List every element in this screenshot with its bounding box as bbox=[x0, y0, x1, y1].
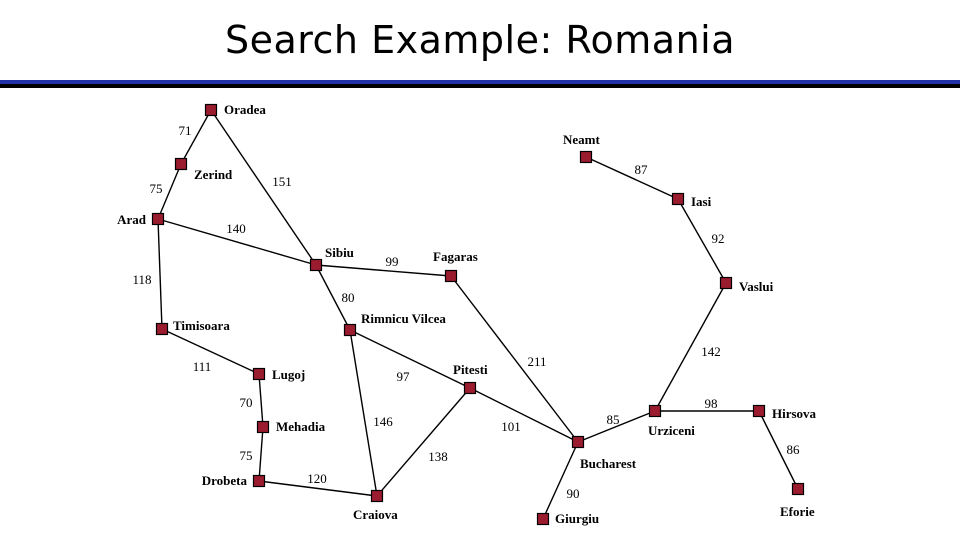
road-craiova-pitesti bbox=[376, 387, 471, 497]
city-label-eforie: Eforie bbox=[780, 504, 815, 519]
distance-label-mehadia-drobeta: 75 bbox=[240, 448, 253, 463]
distance-label-oradea-zerind: 71 bbox=[179, 123, 192, 138]
city-label-urziceni: Urziceni bbox=[648, 423, 695, 438]
city-node-eforie bbox=[791, 482, 805, 496]
distance-label-rimnicu-pitesti: 97 bbox=[397, 369, 411, 384]
road-rimnicu-pitesti bbox=[349, 329, 471, 389]
city-label-vaslui: Vaslui bbox=[739, 279, 774, 294]
city-node-sibiu bbox=[309, 258, 323, 272]
city-node-urziceni bbox=[648, 404, 662, 418]
city-labels: OradeaZerindAradTimisoaraLugojMehadiaDro… bbox=[117, 102, 816, 526]
city-label-lugoj: Lugoj bbox=[272, 367, 305, 382]
city-label-hirsova: Hirsova bbox=[772, 406, 817, 421]
road-lugoj-mehadia bbox=[258, 373, 264, 428]
road-rimnicu-craiova bbox=[349, 329, 378, 497]
road-pitesti-bucharest bbox=[469, 387, 579, 443]
distance-label-arad-timisoara: 118 bbox=[132, 272, 151, 287]
road-urziceni-vaslui bbox=[654, 282, 727, 412]
slide-title: Search Example: Romania bbox=[224, 18, 736, 62]
city-nodes bbox=[151, 103, 805, 526]
city-node-mehadia bbox=[256, 420, 270, 434]
city-node-fagaras bbox=[444, 269, 458, 283]
road-bucharest-giurgiu bbox=[542, 441, 579, 520]
distance-label-pitesti-bucharest: 101 bbox=[501, 419, 521, 434]
distance-label-drobeta-craiova: 120 bbox=[307, 471, 327, 486]
road-bucharest-urziceni bbox=[577, 410, 656, 443]
distance-label-bucharest-giurgiu: 90 bbox=[567, 486, 580, 501]
distance-label-rimnicu-craiova: 146 bbox=[373, 414, 393, 429]
distance-label-hirsova-eforie: 86 bbox=[787, 442, 801, 457]
city-node-giurgiu bbox=[536, 512, 550, 526]
city-label-craiova: Craiova bbox=[353, 507, 398, 522]
city-node-oradea bbox=[204, 103, 218, 117]
city-label-mehadia: Mehadia bbox=[276, 419, 326, 434]
city-node-bucharest bbox=[571, 435, 585, 449]
city-node-arad bbox=[151, 212, 165, 226]
road-arad-sibiu bbox=[157, 218, 317, 266]
city-label-oradea: Oradea bbox=[224, 102, 266, 117]
city-node-hirsova bbox=[752, 404, 766, 418]
city-node-vaslui bbox=[719, 276, 733, 290]
distance-label-urziceni-hirsova: 98 bbox=[705, 396, 718, 411]
road-oradea-sibiu bbox=[210, 109, 317, 266]
city-label-giurgiu: Giurgiu bbox=[555, 511, 599, 526]
distance-label-sibiu-fagaras: 99 bbox=[386, 254, 399, 269]
city-node-pitesti bbox=[463, 381, 477, 395]
road-sibiu-fagaras bbox=[315, 264, 452, 277]
distance-label-arad-sibiu: 140 bbox=[226, 221, 246, 236]
road-vaslui-iasi bbox=[677, 198, 727, 284]
road-mehadia-drobeta bbox=[258, 426, 264, 482]
title-underline bbox=[0, 80, 960, 88]
distance-label-craiova-pitesti: 138 bbox=[428, 449, 448, 464]
distance-label-timisoara-lugoj: 111 bbox=[193, 359, 212, 374]
city-label-zerind: Zerind bbox=[194, 167, 233, 182]
distance-label-vaslui-iasi: 92 bbox=[712, 231, 725, 246]
city-node-lugoj bbox=[252, 367, 266, 381]
city-node-zerind bbox=[174, 157, 188, 171]
road-arad-timisoara bbox=[157, 218, 163, 330]
distance-label-fagaras-bucharest: 211 bbox=[527, 354, 546, 369]
distance-label-urziceni-vaslui: 142 bbox=[701, 344, 721, 359]
road-hirsova-eforie bbox=[758, 410, 799, 490]
road-zerind-arad bbox=[157, 163, 182, 220]
city-node-rimnicu bbox=[343, 323, 357, 337]
road-distance-labels: 71 75 151 140 118 111 70 75 120 99 80 97 146 138 211 10… bbox=[132, 123, 800, 501]
city-node-neamt bbox=[579, 150, 593, 164]
road-drobeta-craiova bbox=[258, 480, 378, 497]
road-timisoara-lugoj bbox=[161, 328, 260, 375]
distance-label-lugoj-mehadia: 70 bbox=[240, 395, 253, 410]
distance-label-sibiu-rimnicu: 80 bbox=[342, 290, 355, 305]
distance-label-oradea-sibiu: 151 bbox=[272, 174, 292, 189]
distance-label-bucharest-urziceni: 85 bbox=[607, 412, 620, 427]
city-label-fagaras: Fagaras bbox=[433, 249, 478, 264]
city-label-drobeta: Drobeta bbox=[202, 473, 248, 488]
city-label-neamt: Neamt bbox=[563, 132, 600, 147]
distance-label-iasi-neamt: 87 bbox=[635, 162, 649, 177]
distance-label-zerind-arad: 75 bbox=[150, 181, 163, 196]
city-node-drobeta bbox=[252, 474, 266, 488]
city-label-arad: Arad bbox=[117, 212, 147, 227]
city-label-bucharest: Bucharest bbox=[580, 456, 637, 471]
road-iasi-neamt bbox=[585, 156, 679, 200]
city-node-iasi bbox=[671, 192, 685, 206]
road-edges bbox=[157, 109, 799, 520]
road-fagaras-bucharest bbox=[450, 275, 579, 443]
road-sibiu-rimnicu bbox=[315, 264, 351, 331]
city-node-craiova bbox=[370, 489, 384, 503]
city-label-pitesti: Pitesti bbox=[453, 362, 488, 377]
title-underline-black bbox=[0, 84, 960, 88]
city-label-timisoara: Timisoara bbox=[173, 318, 230, 333]
road-oradea-zerind bbox=[180, 109, 212, 165]
city-label-sibiu: Sibiu bbox=[325, 245, 354, 260]
title-underline-blue bbox=[0, 80, 960, 84]
city-node-timisoara bbox=[155, 322, 169, 336]
city-label-iasi: Iasi bbox=[691, 194, 712, 209]
city-label-rimnicu: Rimnicu Vilcea bbox=[361, 311, 446, 326]
